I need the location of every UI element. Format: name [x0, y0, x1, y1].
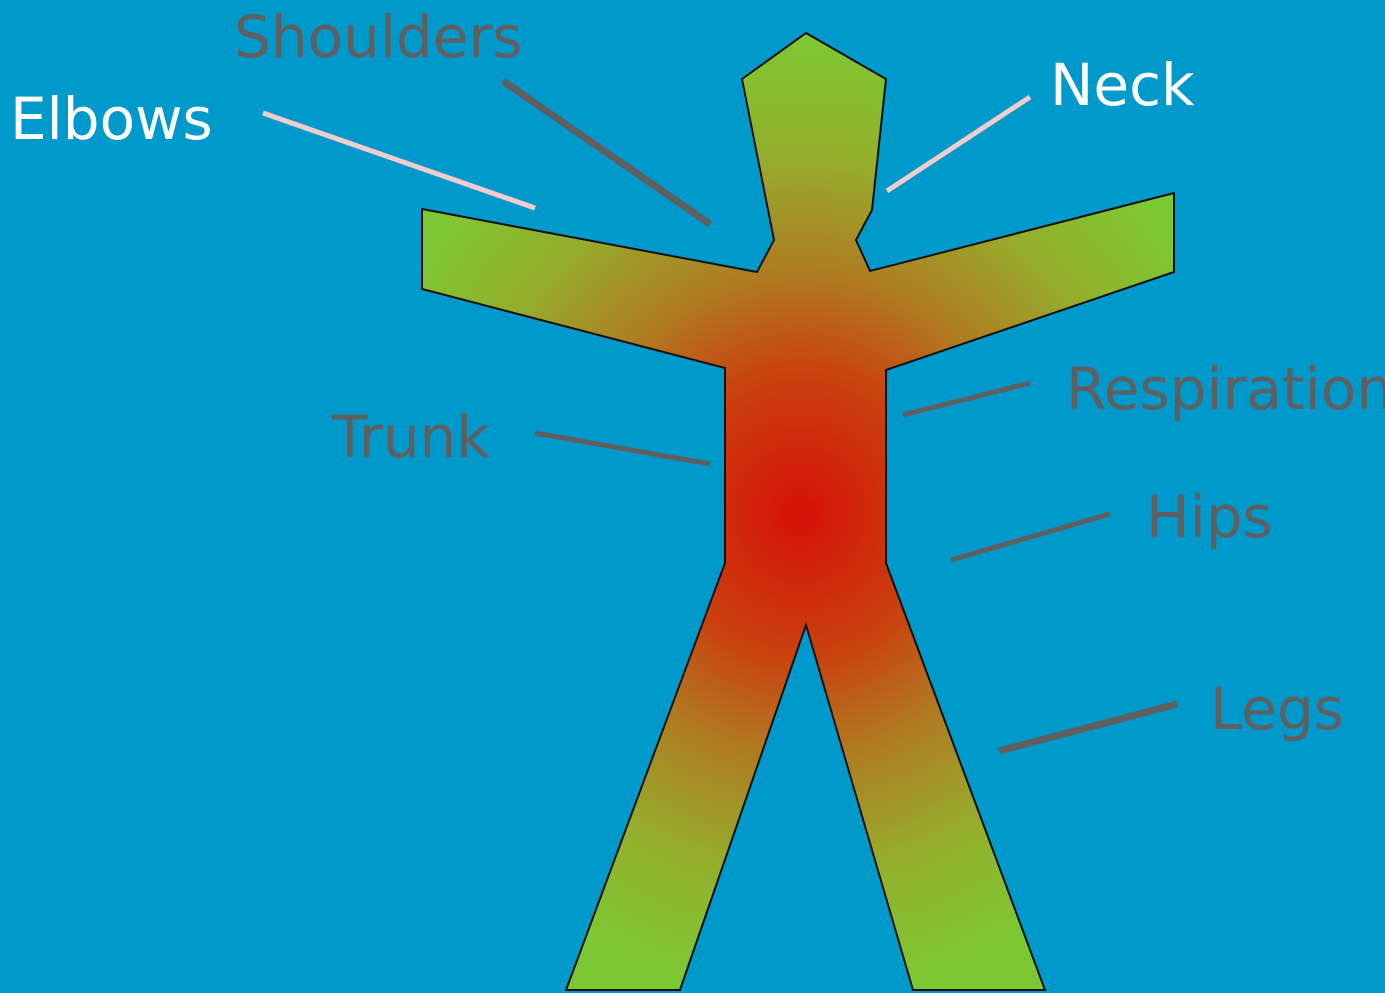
label-hips: Hips — [1146, 488, 1273, 546]
leader-line-trunk — [535, 433, 710, 464]
label-elbows: Elbows — [10, 90, 213, 148]
leader-line-elbows — [263, 113, 535, 208]
leader-line-respiration — [903, 383, 1030, 415]
leader-line-shoulders — [503, 81, 710, 224]
label-shoulders: Shoulders — [234, 8, 523, 66]
leader-line-neck — [887, 97, 1030, 191]
label-trunk: Trunk — [332, 408, 490, 466]
leader-line-legs — [999, 704, 1177, 751]
label-neck: Neck — [1050, 56, 1195, 114]
body-silhouette — [422, 33, 1174, 990]
label-respiration: Respiration — [1066, 360, 1385, 418]
leader-line-hips — [951, 514, 1110, 560]
label-legs: Legs — [1210, 680, 1344, 738]
